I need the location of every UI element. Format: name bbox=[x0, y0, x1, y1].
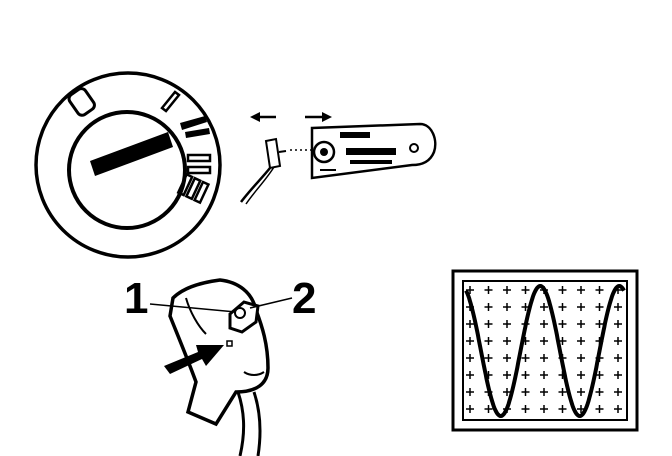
oscilloscope-screen bbox=[451, 269, 639, 432]
sensor-connector-head bbox=[228, 300, 260, 334]
position-2-mark bbox=[186, 153, 212, 175]
position-indicator-stripe bbox=[180, 116, 207, 130]
callout-2-leader bbox=[249, 297, 293, 309]
sensor-assembly: 1 2 bbox=[124, 274, 316, 456]
position-3-mark bbox=[176, 172, 211, 205]
arrow-left-icon bbox=[250, 112, 276, 122]
callout-2-label: 2 bbox=[292, 274, 316, 323]
dial-pointer bbox=[90, 132, 173, 176]
rotary-switch bbox=[34, 71, 222, 259]
scope-display bbox=[462, 280, 628, 421]
arrow-right-icon bbox=[305, 112, 332, 122]
position-0-mark bbox=[67, 87, 96, 117]
sensor-housing bbox=[168, 278, 270, 427]
position-indicator-stripe bbox=[185, 128, 210, 138]
connector-detail bbox=[240, 112, 437, 205]
scope-grid bbox=[466, 286, 622, 413]
sine-wave-trace bbox=[464, 283, 626, 419]
position-1-mark bbox=[160, 90, 181, 113]
big-arrow-icon bbox=[164, 345, 224, 374]
plug-with-cable bbox=[240, 137, 287, 205]
callout-1-label: 1 bbox=[124, 274, 148, 323]
sensor-cable bbox=[236, 391, 246, 456]
switch-module bbox=[310, 122, 437, 180]
callout-1-leader bbox=[149, 303, 237, 313]
switch-knob bbox=[67, 110, 187, 230]
sensor-port bbox=[226, 340, 233, 347]
